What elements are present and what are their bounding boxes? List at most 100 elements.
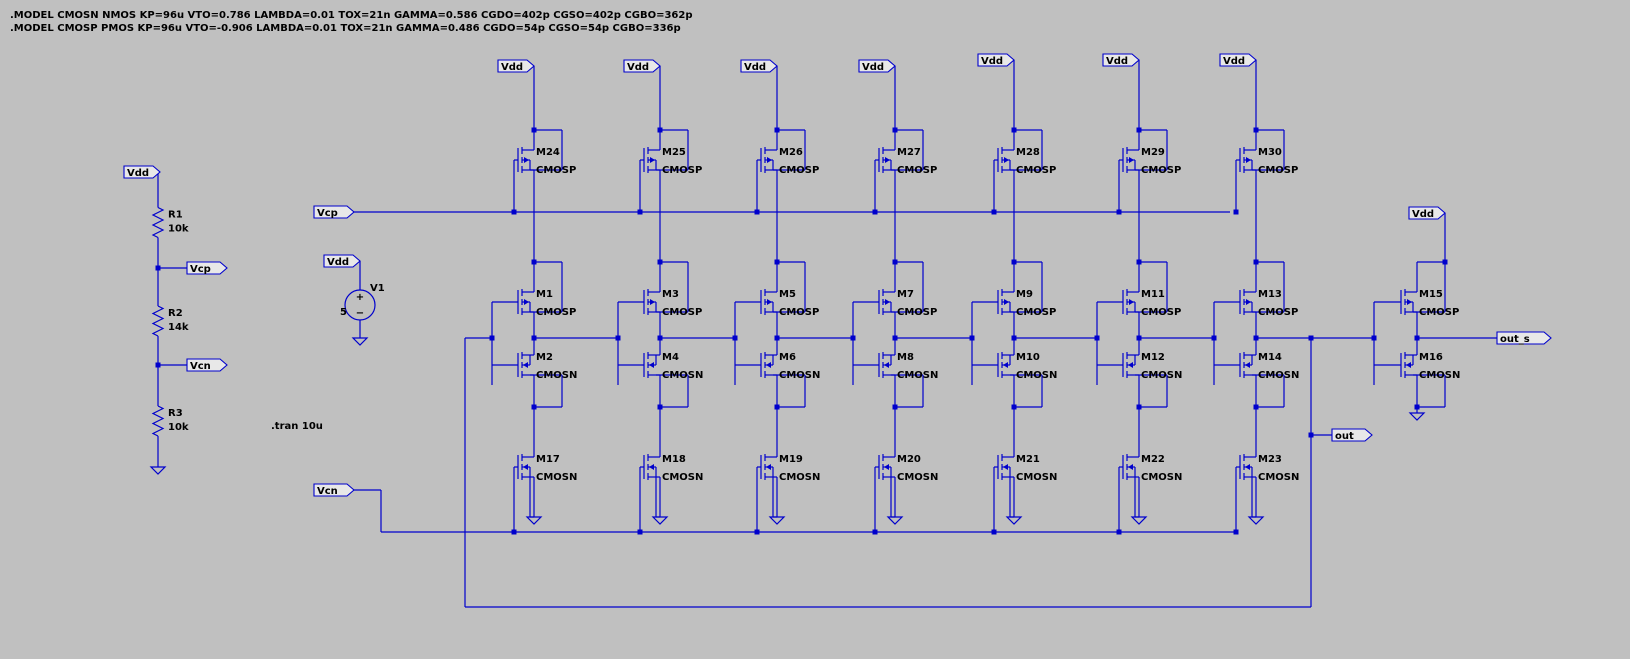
resistor-r1[interactable]	[151, 200, 165, 245]
pmos-transistor-m9[interactable]	[997, 282, 1015, 322]
nmos-transistor-m16[interactable]	[1400, 345, 1418, 385]
ground-triangle	[651, 516, 669, 525]
junction-dot	[1233, 529, 1239, 535]
body-arrow	[524, 157, 529, 163]
pmos-transistor-m30[interactable]	[1239, 140, 1257, 180]
buffer-vdd-flag[interactable]	[1408, 206, 1446, 220]
junction-dot	[774, 404, 780, 410]
stage-vdd-flag-1[interactable]	[497, 59, 535, 73]
resistor-value-r2: 14k	[168, 322, 189, 333]
pmos-transistor-m26[interactable]	[760, 140, 778, 180]
transistor-model-m8: CMOSN	[897, 370, 938, 381]
transistor-model-m6: CMOSN	[779, 370, 820, 381]
transistor-model-m12: CMOSN	[1141, 370, 1182, 381]
resistor-r3[interactable]	[151, 398, 165, 444]
vcp-rail-flag[interactable]	[313, 205, 355, 219]
transistor-label-m24: M24	[536, 147, 560, 158]
nmos-transistor-m6[interactable]	[760, 345, 778, 385]
out-s-flag[interactable]	[1496, 331, 1552, 345]
transistor-model-m28: CMOSP	[1016, 165, 1056, 176]
pmos-transistor-m25[interactable]	[643, 140, 661, 180]
transistor-model-m7: CMOSP	[897, 307, 937, 318]
ground-triangle	[1408, 412, 1426, 421]
pmos-transistor-m1[interactable]	[517, 282, 535, 322]
nmos-transistor-m22[interactable]	[1122, 447, 1140, 487]
body-arrow	[1245, 362, 1250, 368]
transistor-label-m19: M19	[779, 454, 803, 465]
stage-vdd-flag-6-text: Vdd	[1106, 56, 1128, 67]
junction-dot	[1253, 259, 1259, 265]
nmos-transistor-m12[interactable]	[1122, 345, 1140, 385]
voltage-source-v1[interactable]	[344, 289, 376, 321]
tran-directive[interactable]: .tran 10u	[271, 421, 323, 432]
nmos-transistor-m19[interactable]	[760, 447, 778, 487]
divider-vcp-flag-text: Vcp	[190, 264, 211, 275]
stage-vdd-flag-3[interactable]	[740, 59, 778, 73]
stage-vdd-flag-2[interactable]	[623, 59, 661, 73]
ground-triangle	[351, 337, 369, 346]
body-arrow	[1246, 299, 1251, 305]
nmos-transistor-m8[interactable]	[878, 345, 896, 385]
pmos-transistor-m3[interactable]	[643, 282, 661, 322]
nmos-transistor-m2[interactable]	[517, 345, 535, 385]
pmos-transistor-m11[interactable]	[1122, 282, 1140, 322]
net-label-flag	[977, 53, 1015, 67]
divider-vdd-flag[interactable]	[123, 165, 161, 179]
pmos-transistor-m7[interactable]	[878, 282, 896, 322]
vcn-rail-flag[interactable]	[313, 483, 355, 497]
pmos-transistor-m27[interactable]	[878, 140, 896, 180]
divider-vcp-flag[interactable]	[186, 261, 228, 275]
pmos-transistor-m15[interactable]	[1400, 282, 1418, 322]
body-arrow	[884, 464, 889, 470]
stage-vdd-flag-7[interactable]	[1219, 53, 1257, 67]
stage-vdd-flag-2-text: Vdd	[627, 62, 649, 73]
junction-dot	[657, 404, 663, 410]
nmos-model-directive[interactable]: .MODEL CMOSN NMOS KP=96u VTO=0.786 LAMBD…	[10, 10, 693, 21]
nmos-transistor-m18[interactable]	[643, 447, 661, 487]
divider-vcn-flag[interactable]	[186, 358, 228, 372]
junction-dot	[1116, 209, 1122, 215]
pmos-transistor-m5[interactable]	[760, 282, 778, 322]
pmos-transistor-m29[interactable]	[1122, 140, 1140, 180]
body-arrow	[885, 299, 890, 305]
nmos-transistor-m21[interactable]	[997, 447, 1015, 487]
nmos-transistor-m10[interactable]	[997, 345, 1015, 385]
stage-vdd-flag-4[interactable]	[858, 59, 896, 73]
body-arrow	[1003, 464, 1008, 470]
junction-dot	[1253, 127, 1259, 133]
transistor-label-m28: M28	[1016, 147, 1040, 158]
transistor-model-m10: CMOSN	[1016, 370, 1057, 381]
transistor-model-m4: CMOSN	[662, 370, 703, 381]
stage-vdd-flag-3-text: Vdd	[744, 62, 766, 73]
pmos-model-directive[interactable]: .MODEL CMOSP PMOS KP=96u VTO=-0.906 LAMB…	[10, 23, 681, 34]
stage-vdd-flag-5[interactable]	[977, 53, 1015, 67]
transistor-label-m4: M4	[662, 352, 679, 363]
resistor-r2[interactable]	[151, 297, 165, 345]
junction-dot	[155, 362, 161, 368]
nmos-transistor-m14[interactable]	[1239, 345, 1257, 385]
nmos-transistor-m4[interactable]	[643, 345, 661, 385]
transistor-label-m13: M13	[1258, 289, 1282, 300]
pmos-transistor-m24[interactable]	[517, 140, 535, 180]
stage-vdd-flag-7-text: Vdd	[1223, 56, 1245, 67]
pmos-transistor-m13[interactable]	[1239, 282, 1257, 322]
junction-dot	[774, 259, 780, 265]
ground-symbol	[1005, 516, 1023, 525]
resistor-name-r3: R3	[168, 408, 183, 419]
nmos-transistor-m23[interactable]	[1239, 447, 1257, 487]
stage-vdd-flag-6[interactable]	[1102, 53, 1140, 67]
junction-dot	[1414, 335, 1420, 341]
nmos-transistor-m17[interactable]	[517, 447, 535, 487]
out-flag[interactable]	[1331, 428, 1373, 442]
body-arrow	[1004, 157, 1009, 163]
net-label-flag	[740, 59, 778, 73]
junction-dot	[615, 335, 621, 341]
nmos-transistor-m20[interactable]	[878, 447, 896, 487]
body-arrow	[767, 299, 772, 305]
ground-symbol	[525, 516, 543, 525]
pmos-transistor-m28[interactable]	[997, 140, 1015, 180]
body-arrow	[1129, 157, 1134, 163]
junction-dot	[657, 127, 663, 133]
source-vdd-flag[interactable]	[323, 254, 361, 268]
